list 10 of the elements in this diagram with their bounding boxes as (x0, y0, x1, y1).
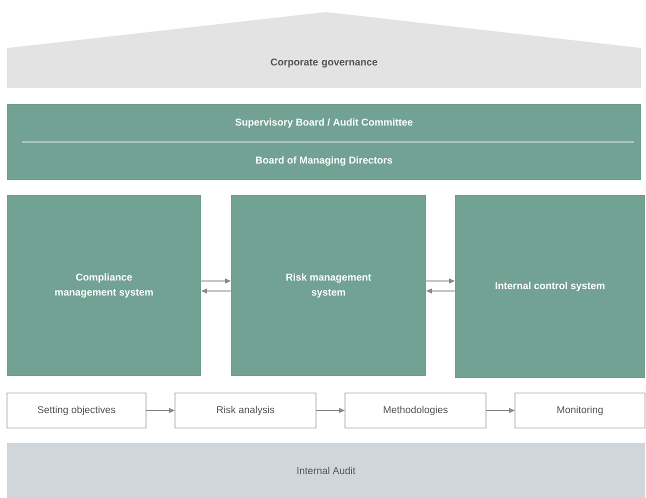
process-box: Risk analysis (174, 392, 316, 428)
process-box: Setting objectives (6, 392, 146, 428)
roof-band: Corporate governance (7, 12, 641, 88)
system-box: Risk management system (231, 195, 426, 376)
system-box: Compliance management system (7, 195, 201, 376)
board-band: Supervisory Board / Audit Committee Board of Managing Directors (7, 104, 641, 180)
audit-band: Internal Audit (7, 443, 645, 498)
process-box: Methodologies (344, 392, 486, 428)
process-box: Monitoring (514, 392, 646, 428)
system-box: Internal control system (455, 195, 645, 378)
